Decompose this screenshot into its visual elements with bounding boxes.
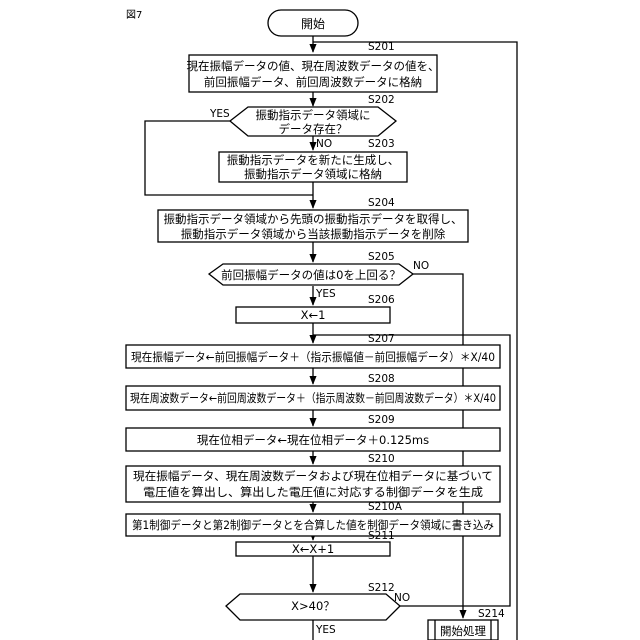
step-id-s202: S202	[368, 94, 395, 106]
s210-line-1: 現在振幅データ、現在周波数データおよび現在位相データに基づいて	[133, 469, 493, 483]
s210-line-2: 電圧値を算出し、算出した電圧値に対応する制御データを生成	[143, 485, 484, 499]
s214-line-1: 開始処理	[440, 624, 486, 638]
s211-line-1: X←X+1	[292, 542, 334, 556]
s203-line-2: 振動指示データ領域に格納	[244, 167, 382, 181]
step-id-s211: S211	[368, 530, 395, 542]
s203-line-1: 振動指示データを新たに生成し、	[227, 153, 400, 167]
s204-line-1: 振動指示データ領域から先頭の振動指示データを取得し、	[164, 212, 463, 226]
s212-line-1: X>40？	[291, 599, 335, 613]
s209-line-1: 現在位相データ←現在位相データ＋0.125ms	[197, 433, 429, 447]
s202-yes-label: YES	[209, 108, 230, 120]
step-id-s208: S208	[368, 373, 395, 385]
step-id-s203: S203	[368, 138, 395, 150]
step-id-s210: S210	[368, 453, 395, 465]
step-id-s206: S206	[368, 294, 395, 306]
s206-line-1: X←1	[301, 308, 326, 322]
decision-s205: S205 前回振幅データの値は0を上回る？ YES NO	[209, 251, 429, 300]
s208-line-1: 現在周波数データ←前回周波数データ＋（指示周波数－前回周波数データ）＊X/40	[130, 391, 496, 405]
step-s214: S214 開始処理	[428, 608, 505, 640]
s205-line-1: 前回振幅データの値は0を上回る？	[221, 268, 401, 282]
step-id-s212: S212	[368, 582, 395, 594]
step-id-s207: S207	[368, 333, 395, 345]
decision-s212: S212 X>40？ YES NO	[226, 582, 410, 636]
s201-line-2: 前回振幅データ、前回周波数データに格納	[204, 75, 422, 89]
s210a-line-1: 第1制御データと第2制御データとを合算した値を制御データ領域に書き込み	[132, 518, 494, 532]
step-id-s209: S209	[368, 414, 395, 426]
step-id-s204: S204	[368, 197, 395, 209]
s212-no-label: NO	[394, 592, 410, 604]
s201-line-1: 現在振幅データの値、現在周波数データの値を、	[187, 59, 440, 73]
s205-yes-label: YES	[315, 288, 336, 300]
step-id-s210a: S210A	[368, 501, 403, 513]
figure-label: 図7	[126, 9, 142, 21]
s202-line-1: 振動指示データ領域に	[256, 108, 371, 122]
s202-no-label: NO	[316, 138, 332, 150]
start-label: 開始	[301, 17, 325, 31]
step-id-s214: S214	[478, 608, 505, 620]
s212-yes-label: YES	[315, 624, 336, 636]
step-id-s205: S205	[368, 251, 395, 263]
s204-line-2: 振動指示データ領域から当該振動指示データを削除	[181, 227, 446, 241]
step-id-s201: S201	[368, 41, 395, 53]
s202-line-2: データ存在？	[279, 122, 348, 136]
start-terminal: 開始	[268, 10, 358, 36]
s207-line-1: 現在振幅データ←前回振幅データ＋（指示振幅値－前回振幅データ）＊X/40	[131, 350, 495, 364]
s205-no-label: NO	[413, 260, 429, 272]
